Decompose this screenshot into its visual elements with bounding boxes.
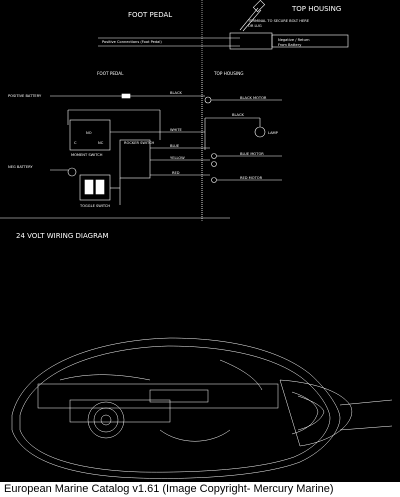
lamp-label: LAMP — [268, 131, 279, 135]
wiring-diagram: FOOT PEDAL TOP HOUSING TERMINAL TO SECUR… — [0, 0, 393, 479]
upper-foot-pedal-label: FOOT PEDAL — [128, 11, 172, 19]
lamp-symbol — [254, 126, 266, 138]
toggle-switch-label: TOGGLE SWITCH — [79, 204, 110, 208]
housing-rear-cone — [279, 379, 352, 447]
neg-battery-terminal — [67, 167, 77, 177]
housing-outline — [11, 337, 341, 479]
momentary-switch-label: MOMENT SWITCH — [71, 153, 103, 157]
upper-terminal-lug — [252, 0, 266, 13]
yellow-label: YELLOW — [170, 156, 185, 160]
toggle-switch-contact-2 — [95, 179, 105, 195]
housing-arc-2 — [219, 359, 263, 391]
red-motor-label: RED MOTOR — [240, 176, 263, 180]
wire-loop — [159, 429, 231, 442]
toggle-switch-box — [79, 174, 111, 201]
c-contact-label: C — [74, 141, 77, 145]
wiring-top-housing-label: TOP HOUSING — [213, 71, 244, 76]
no-contact-label: NO — [86, 131, 92, 135]
gear-housing — [69, 399, 171, 423]
gear-hub — [100, 414, 112, 426]
terminal-black-motor — [204, 96, 212, 104]
terminal-blue — [211, 153, 217, 159]
rocker-switch-label: ROCKER SWITCH — [124, 141, 154, 145]
image-caption: European Marine Catalog v1.61 (Image Cop… — [0, 482, 400, 497]
nc-contact-label: NC — [98, 141, 104, 145]
neg-battery-label: NEG BATTERY — [8, 165, 33, 169]
wiring-foot-pedal-label: FOOT PEDAL — [97, 71, 124, 76]
upper-cable-note: TERMINAL TO SECURE BOLT HERE — [247, 19, 310, 23]
shaft-bottom — [339, 425, 393, 431]
housing-rear-rib-2 — [297, 395, 325, 431]
toggle-switch-contact-1 — [84, 179, 94, 195]
cylinder — [149, 389, 209, 403]
terminal-yellow — [211, 161, 217, 167]
upper-cable-lead-2 — [242, 9, 262, 32]
housing-arc — [59, 374, 151, 381]
wiring-schematic — [0, 70, 282, 222]
upper-left-note: Positive Connections (Foot Pedal) — [102, 40, 162, 44]
housing-inner-outline — [19, 345, 331, 473]
rocker-switch-box — [119, 139, 151, 179]
motor-housing-drawing — [11, 337, 393, 479]
gear — [87, 401, 125, 439]
diagram-title: 24 VOLT WIRING DIAGRAM — [16, 232, 109, 240]
momentary-switch-box — [69, 119, 111, 151]
upper-connector-body — [229, 32, 273, 50]
motor-body — [37, 383, 279, 409]
black-label-2: BLACK — [232, 113, 244, 117]
terminal-red — [211, 177, 217, 183]
shaft-top — [339, 399, 393, 406]
fuse — [121, 93, 131, 99]
upper-cable-subnote: OR LUG — [248, 24, 262, 28]
gear-inner — [93, 407, 119, 433]
blue-label: BLUE — [170, 144, 180, 148]
upper-right-note-2: From Battery — [278, 43, 302, 47]
upper-top-housing-label: TOP HOUSING — [291, 5, 341, 13]
upper-cable-lead — [239, 7, 259, 31]
black-label-1: BLACK — [170, 91, 182, 95]
upper-right-note-1: Negative / Return — [278, 38, 310, 42]
white-label: WHITE — [170, 128, 183, 132]
black-motor-label: BLACK MOTOR — [240, 96, 267, 100]
housing-rear-rib-1 — [291, 391, 319, 435]
positive-battery-label: POSITIVE BATTERY — [8, 94, 42, 98]
red-label: RED — [172, 171, 180, 175]
blue-motor-label: BLUE MOTOR — [240, 152, 264, 156]
upper-connector-sleeve — [271, 34, 349, 48]
